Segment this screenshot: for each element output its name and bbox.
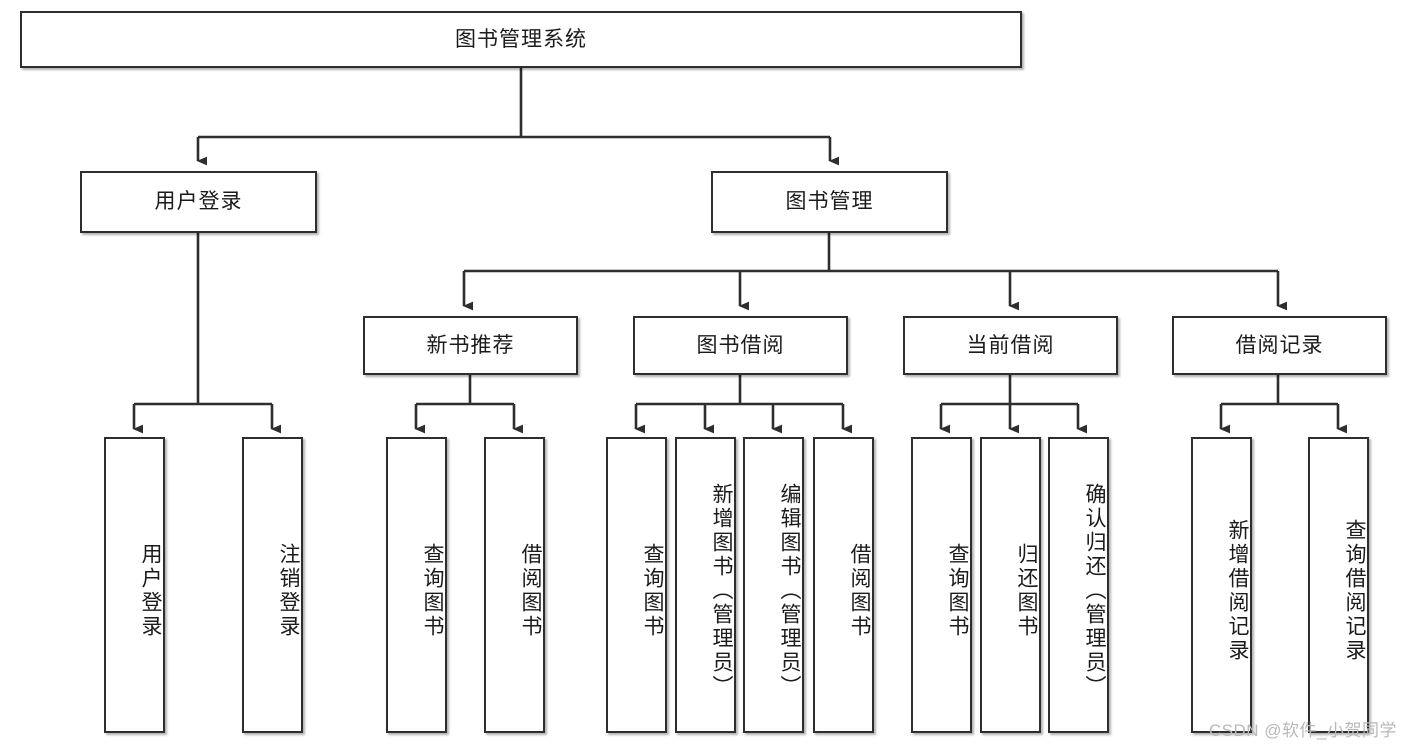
node-leaf-user-login-label: 用户登录 — [139, 543, 162, 639]
node-leaf-logout-label: 注销登录 — [277, 543, 300, 639]
node-user-login[interactable]: 用户登录 — [80, 171, 317, 233]
node-leaf-edit-book[interactable]: 编辑图书（管理员） — [743, 437, 804, 733]
node-leaf-add-record-label: 新增借阅记录 — [1226, 519, 1249, 663]
node-book-borrow[interactable]: 图书借阅 — [633, 316, 848, 375]
node-leaf-borrow-book-1-label: 借阅图书 — [519, 543, 542, 639]
node-leaf-return-book[interactable]: 归还图书 — [980, 437, 1041, 733]
node-leaf-query-book-2[interactable]: 查询图书 — [606, 437, 667, 733]
node-leaf-confirm-return[interactable]: 确认归还（管理员） — [1048, 437, 1109, 733]
node-leaf-query-record[interactable]: 查询借阅记录 — [1308, 437, 1369, 733]
node-current-borrow[interactable]: 当前借阅 — [903, 316, 1118, 375]
node-leaf-borrow-book-2-label: 借阅图书 — [848, 543, 871, 639]
node-leaf-query-book-1[interactable]: 查询图书 — [386, 437, 447, 733]
node-leaf-edit-book-label: 编辑图书（管理员） — [778, 483, 801, 699]
node-leaf-query-book-1-label: 查询图书 — [421, 543, 444, 639]
node-root-label: 图书管理系统 — [455, 27, 587, 51]
node-leaf-query-book-3-label: 查询图书 — [946, 543, 969, 639]
node-new-book-recommend-label: 新书推荐 — [426, 333, 515, 357]
node-leaf-query-book-2-label: 查询图书 — [641, 543, 664, 639]
node-book-manage[interactable]: 图书管理 — [711, 171, 948, 233]
node-new-book-recommend[interactable]: 新书推荐 — [363, 316, 578, 375]
node-leaf-confirm-return-label: 确认归还（管理员） — [1083, 483, 1106, 699]
watermark-text: CSDN @软件_小贺同学 — [1208, 721, 1397, 740]
node-leaf-query-book-3[interactable]: 查询图书 — [911, 437, 972, 733]
node-leaf-query-record-label: 查询借阅记录 — [1343, 519, 1366, 663]
node-leaf-add-book-label: 新增图书（管理员） — [710, 483, 733, 699]
node-leaf-add-book[interactable]: 新增图书（管理员） — [675, 437, 736, 733]
node-root[interactable]: 图书管理系统 — [20, 11, 1022, 68]
node-leaf-add-record[interactable]: 新增借阅记录 — [1191, 437, 1252, 733]
node-current-borrow-label: 当前借阅 — [966, 333, 1055, 357]
node-book-borrow-label: 图书借阅 — [696, 333, 785, 357]
node-leaf-return-book-label: 归还图书 — [1015, 543, 1038, 639]
node-book-manage-label: 图书管理 — [785, 190, 874, 214]
node-user-login-label: 用户登录 — [154, 190, 243, 214]
node-leaf-logout[interactable]: 注销登录 — [242, 437, 303, 733]
node-leaf-borrow-book-1[interactable]: 借阅图书 — [484, 437, 545, 733]
node-leaf-user-login[interactable]: 用户登录 — [104, 437, 165, 733]
node-borrow-record[interactable]: 借阅记录 — [1172, 316, 1387, 375]
node-borrow-record-label: 借阅记录 — [1235, 333, 1324, 357]
node-leaf-borrow-book-2[interactable]: 借阅图书 — [813, 437, 874, 733]
